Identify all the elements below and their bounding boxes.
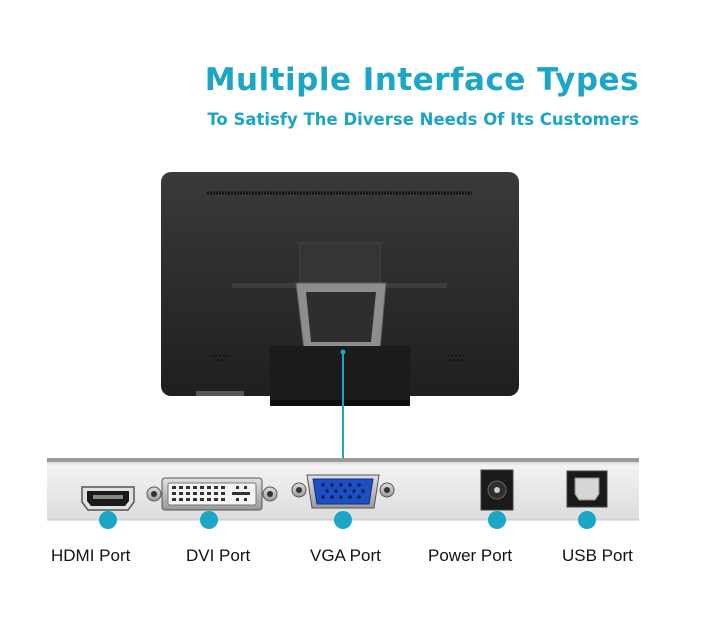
page-title: Multiple Interface Types xyxy=(204,62,639,98)
vga-port-label: VGA Port xyxy=(310,546,381,565)
hdmi-port-icon xyxy=(81,486,135,511)
usb-port-icon xyxy=(566,470,608,508)
monitor-stand xyxy=(270,282,410,406)
usb-port-label: USB Port xyxy=(562,546,633,565)
dvi-port-label: DVI Port xyxy=(186,546,251,565)
power-port-label: Power Port xyxy=(428,546,513,565)
hdmi-indicator-dot xyxy=(99,511,117,529)
dvi-port-icon xyxy=(146,477,278,511)
usb-indicator-dot xyxy=(578,511,596,529)
hdmi-port-label: HDMI Port xyxy=(51,546,131,565)
power-port-icon xyxy=(480,469,514,511)
power-indicator-dot xyxy=(488,511,506,529)
dvi-indicator-dot xyxy=(200,511,218,529)
vga-indicator-dot xyxy=(334,511,352,529)
vga-port-icon xyxy=(291,474,395,509)
port-indicators xyxy=(99,511,596,529)
page-subtitle: To Satisfy The Diverse Needs Of Its Cust… xyxy=(207,110,639,129)
